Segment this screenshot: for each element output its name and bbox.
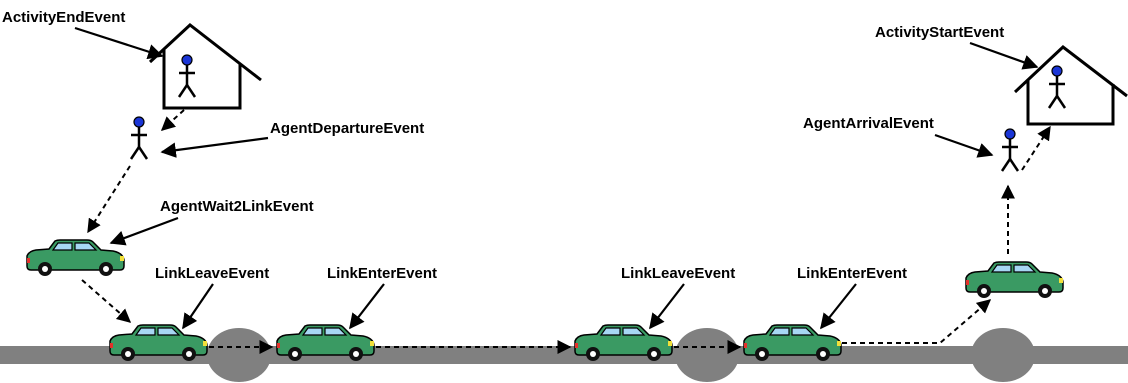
label-agent-arrival: AgentArrivalEvent <box>803 115 934 132</box>
person-icon <box>177 53 197 99</box>
house-icon <box>1013 45 1128 126</box>
pointer-arrow <box>182 283 214 330</box>
flow-arrow <box>81 279 132 323</box>
pointer-arrow <box>969 41 1039 70</box>
car-icon <box>965 261 1064 299</box>
pointer-arrow <box>160 136 269 158</box>
pointer-arrows <box>74 26 1039 330</box>
label-agent-wait2link: AgentWait2LinkEvent <box>160 198 314 215</box>
person-icon <box>129 115 149 161</box>
pointer-arrow <box>109 216 179 246</box>
pointer-arrow <box>934 133 994 158</box>
pointer-arrow <box>649 283 685 330</box>
label-link-leave-1: LinkLeaveEvent <box>155 265 269 282</box>
pointer-arrow <box>820 283 857 330</box>
label-activity-start: ActivityStartEvent <box>875 24 1004 41</box>
person-icon <box>1000 127 1020 173</box>
car-icon <box>109 324 208 362</box>
flow-arrow <box>87 165 131 234</box>
person-icon <box>1047 64 1067 110</box>
road-node-icon <box>971 328 1035 382</box>
label-link-enter-1: LinkEnterEvent <box>327 265 437 282</box>
label-link-leave-2: LinkLeaveEvent <box>621 265 735 282</box>
flow-arrows <box>81 109 1051 354</box>
car-icon <box>743 324 842 362</box>
car-icon <box>574 324 673 362</box>
house-icon <box>148 23 262 110</box>
car-icon <box>276 324 375 362</box>
flow-arrow <box>842 299 992 344</box>
car-icon <box>26 239 125 277</box>
label-agent-departure: AgentDepartureEvent <box>270 120 424 137</box>
flow-arrow <box>160 109 185 131</box>
road-node-icon <box>675 328 739 382</box>
label-link-enter-2: LinkEnterEvent <box>797 265 907 282</box>
pointer-arrow <box>349 283 385 330</box>
flow-arrow <box>1021 125 1051 171</box>
label-activity-end: ActivityEndEvent <box>2 9 125 26</box>
road-node-icon <box>207 328 271 382</box>
pointer-arrow <box>74 26 164 60</box>
